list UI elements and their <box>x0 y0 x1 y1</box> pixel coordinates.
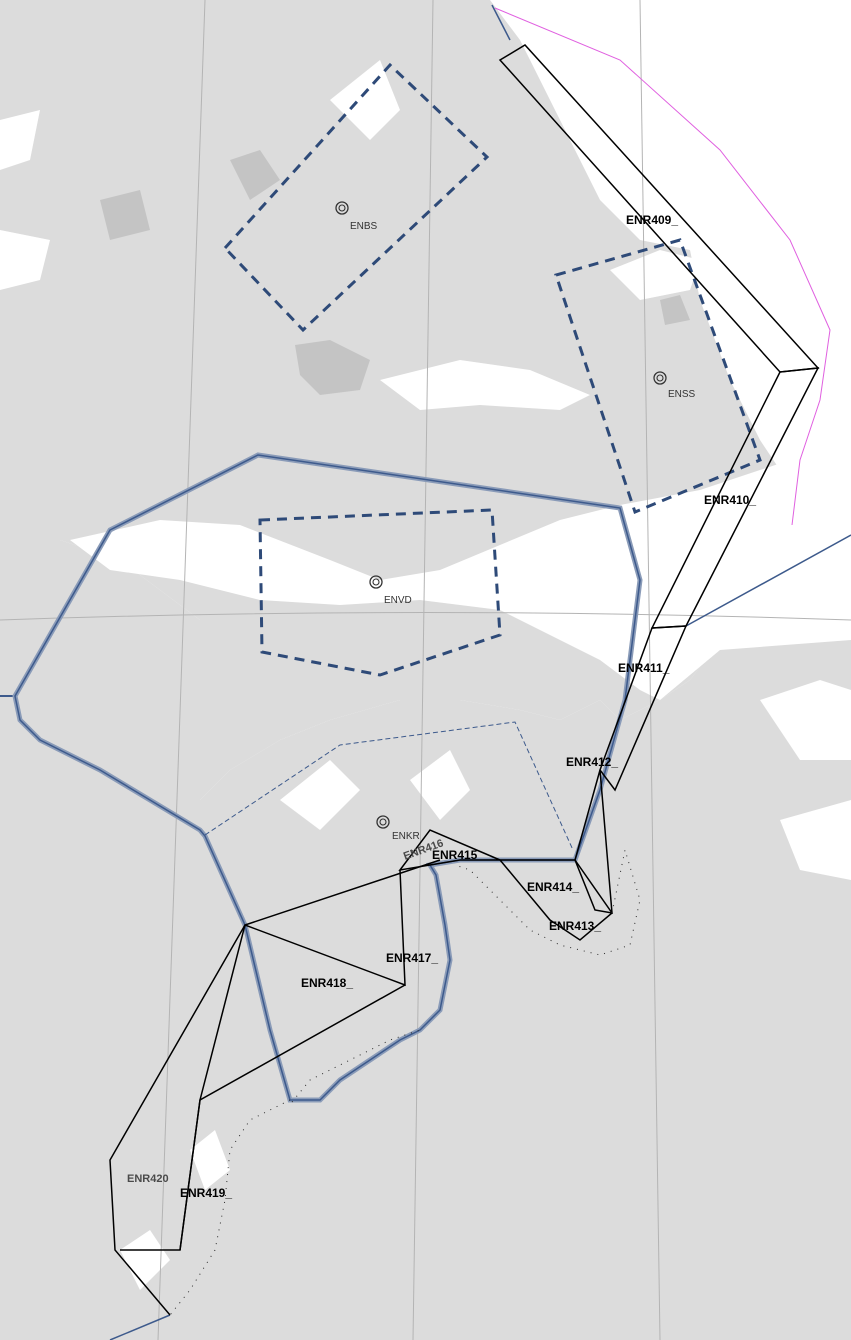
fir-boundary-magenta <box>494 7 831 526</box>
sector-label-enr411[interactable]: ENR411_ <box>618 661 670 675</box>
meridian-1 <box>157 0 206 1340</box>
dark-land-layer <box>100 150 690 395</box>
dark-patch-3 <box>100 190 150 240</box>
meridian-2 <box>412 0 434 1340</box>
ctr-enbs <box>222 62 490 333</box>
sector-label-enr415[interactable]: ENR415_ <box>432 848 484 862</box>
fjord-west-1 <box>0 110 40 170</box>
sector-enr420 <box>109 924 246 1316</box>
fir-line-southwest <box>109 1314 171 1340</box>
sector-enr415 <box>398 829 501 872</box>
aerodrome-icon[interactable] <box>653 371 667 385</box>
dark-patch-1 <box>295 340 370 395</box>
fir-line-north <box>491 4 511 41</box>
fjord-south-1 <box>280 760 360 830</box>
dark-patch-2 <box>230 150 280 200</box>
fjord-north-inlet <box>330 60 400 140</box>
sector-labels: ENR409_ ENR410_ ENR411_ ENR412_ ENR413_ … <box>127 213 756 1200</box>
sector-label-enr414[interactable]: ENR414_ <box>527 880 579 894</box>
dark-patch-4 <box>660 295 690 325</box>
sector-label-enr420[interactable]: ENR420 <box>127 1173 169 1185</box>
ctr-envd <box>258 508 502 677</box>
sector-enr411 <box>599 625 688 792</box>
aerodrome-icon[interactable] <box>369 575 383 589</box>
ctr-enss <box>554 238 762 515</box>
tma-subdivision-dashed <box>204 721 574 851</box>
meridian-3 <box>639 0 661 1340</box>
sector-label-enr410[interactable]: ENR410_ <box>704 493 756 507</box>
sector-label-enr409[interactable]: ENR409_ <box>626 213 678 227</box>
aerodrome-icon[interactable] <box>335 201 349 215</box>
fjord-ne <box>610 250 700 300</box>
coast-islands-sw <box>120 1230 170 1290</box>
fjord-east-1 <box>760 680 851 760</box>
fjord-south-2 <box>410 750 470 820</box>
fjord-east-2 <box>780 800 851 880</box>
coast-islands-sw-2 <box>190 1130 230 1190</box>
water-layer <box>0 60 851 1290</box>
airport-label-enss: ENSS <box>668 389 696 400</box>
fir-line-east <box>685 534 851 627</box>
sector-label-enr413[interactable]: ENR413_ <box>549 919 601 933</box>
aerodromes: ENBS ENSS ENVD ENKR <box>335 201 696 842</box>
fjord-upper <box>380 360 590 410</box>
sector-label-enr418[interactable]: ENR418_ <box>301 976 353 990</box>
sector-enr412 <box>574 769 613 914</box>
sector-label-enr419[interactable]: ENR419_ <box>180 1186 232 1200</box>
airport-label-enbs: ENBS <box>350 221 378 232</box>
sector-enr419 <box>120 984 406 1251</box>
sector-layer <box>109 44 820 1316</box>
airport-label-enkr: ENKR <box>392 831 420 842</box>
ctr-layer <box>222 62 762 677</box>
parallel-1 <box>0 612 851 621</box>
aerodrome-icon[interactable] <box>376 815 390 829</box>
fjord-main <box>70 440 851 700</box>
sector-label-enr417[interactable]: ENR417_ <box>386 951 438 965</box>
sector-enr413 <box>498 859 614 941</box>
tma-border-inner <box>14 454 641 1101</box>
airport-label-envd: ENVD <box>384 595 412 606</box>
fjord-west-2 <box>0 230 50 290</box>
sector-label-enr412[interactable]: ENR412_ <box>566 755 618 769</box>
